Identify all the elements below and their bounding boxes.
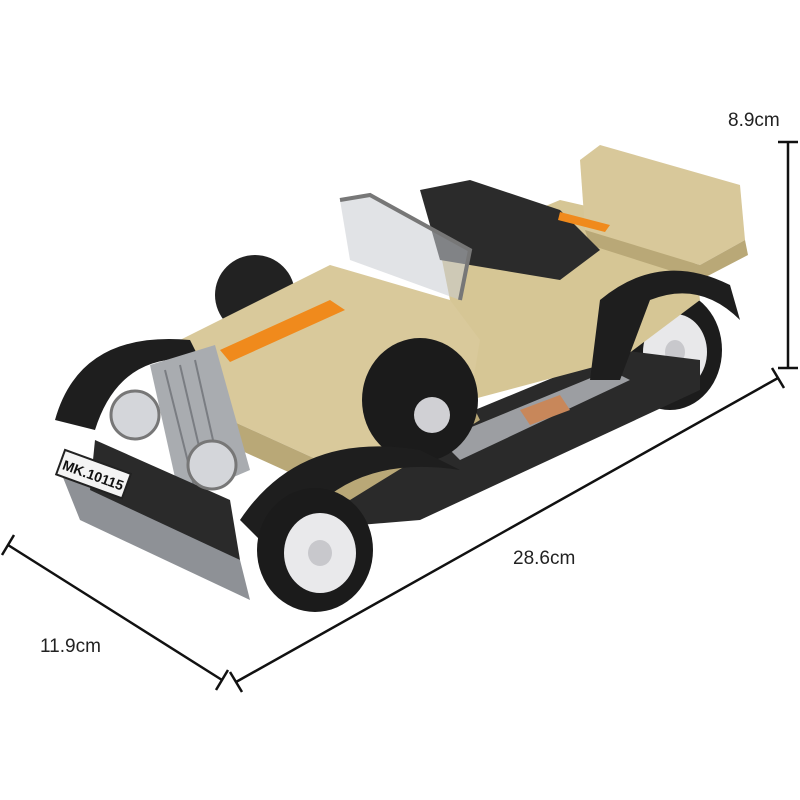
rear-fender (590, 270, 740, 380)
front-bumper (60, 470, 250, 600)
width-label: 11.9cm (40, 636, 101, 657)
dimension-lines (0, 140, 798, 693)
front-left-fender (55, 339, 200, 430)
length-label: 28.6cm (513, 548, 576, 569)
left-headlight (109, 389, 161, 441)
step-block (520, 395, 570, 425)
hood-stripe (220, 300, 345, 362)
windshield (340, 195, 470, 300)
right-headlight (186, 439, 238, 491)
length-dimension-line (235, 376, 779, 684)
trunk (580, 145, 745, 265)
front-wheel (257, 488, 373, 612)
height-label: 8.9cm (728, 110, 780, 131)
width-dimension-line (7, 543, 223, 682)
spare-wheel (362, 338, 478, 462)
